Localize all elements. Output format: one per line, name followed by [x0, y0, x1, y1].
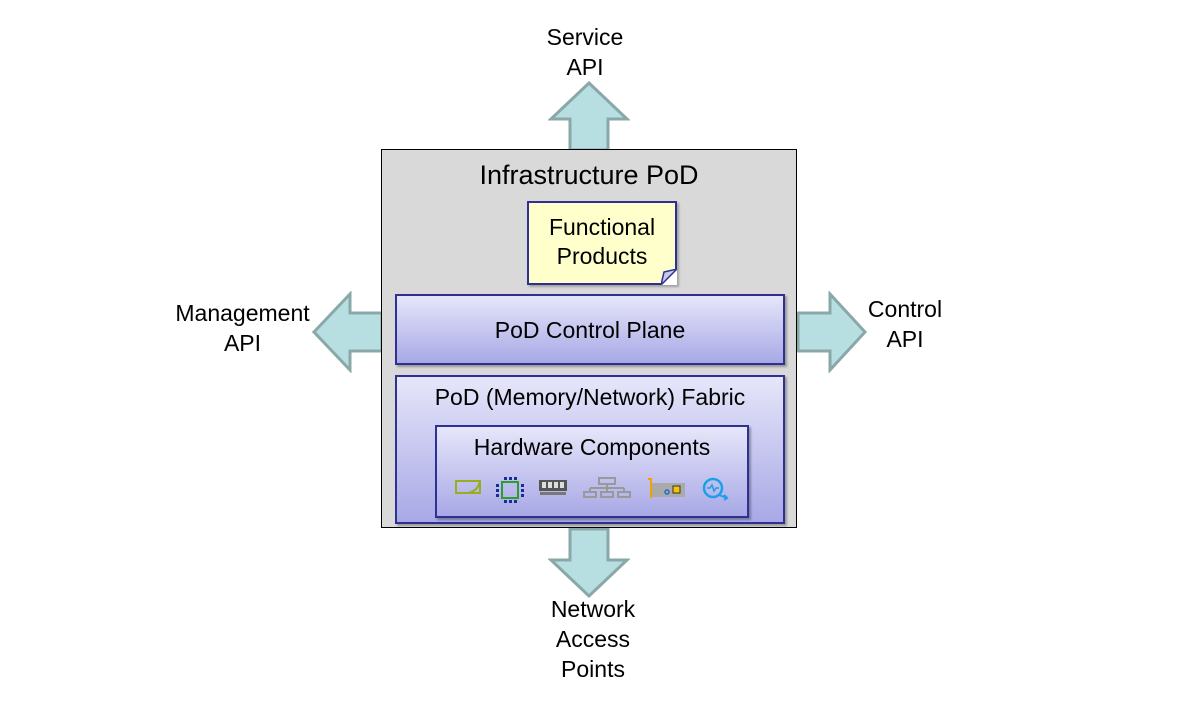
functional-products-note: Functional Products [527, 201, 677, 285]
accelerator-icon [700, 477, 730, 503]
management-api-line-2: API [223, 330, 262, 356]
page-curl-icon [661, 269, 677, 285]
hardware-components-panel: Hardware Components [435, 425, 749, 518]
control-api-arrow-icon [797, 291, 868, 373]
service-api-line-2: API [566, 54, 604, 80]
fabric-panel: PoD (Memory/Network) Fabric Hardware Com… [395, 375, 785, 524]
control-plane-label: PoD Control Plane [494, 317, 686, 343]
network-access-arrow-icon [548, 528, 630, 598]
network-access-line-3: Points [561, 656, 625, 682]
control-api-line-2: API [886, 326, 924, 352]
storage-icon [454, 477, 482, 503]
hardware-components-label: Hardware Components [473, 434, 711, 460]
service-api-label: Service API [525, 22, 645, 82]
network-icon [582, 477, 632, 503]
control-plane-panel: PoD Control Plane [395, 294, 785, 365]
fabric-label: PoD (Memory/Network) Fabric [434, 384, 746, 410]
memory-icon [538, 477, 568, 503]
cpu-icon [496, 477, 524, 503]
functional-products-line-1: Functional [548, 214, 656, 240]
service-api-arrow-icon [548, 81, 630, 151]
nic-card-icon [646, 477, 686, 503]
network-access-line-1: Network [550, 596, 636, 622]
functional-products-line-2: Products [556, 243, 648, 269]
management-api-label: Management API [160, 298, 325, 358]
management-api-line-1: Management [175, 300, 310, 326]
network-access-points-label: Network Access Points [523, 594, 663, 684]
infrastructure-pod-box: Infrastructure PoD Functional Products P… [381, 149, 797, 528]
service-api-line-1: Service [546, 24, 624, 50]
pod-title: Infrastructure PoD [479, 160, 699, 190]
control-api-label: Control API [850, 294, 960, 354]
control-api-line-1: Control [867, 296, 943, 322]
network-access-line-2: Access [555, 626, 631, 652]
